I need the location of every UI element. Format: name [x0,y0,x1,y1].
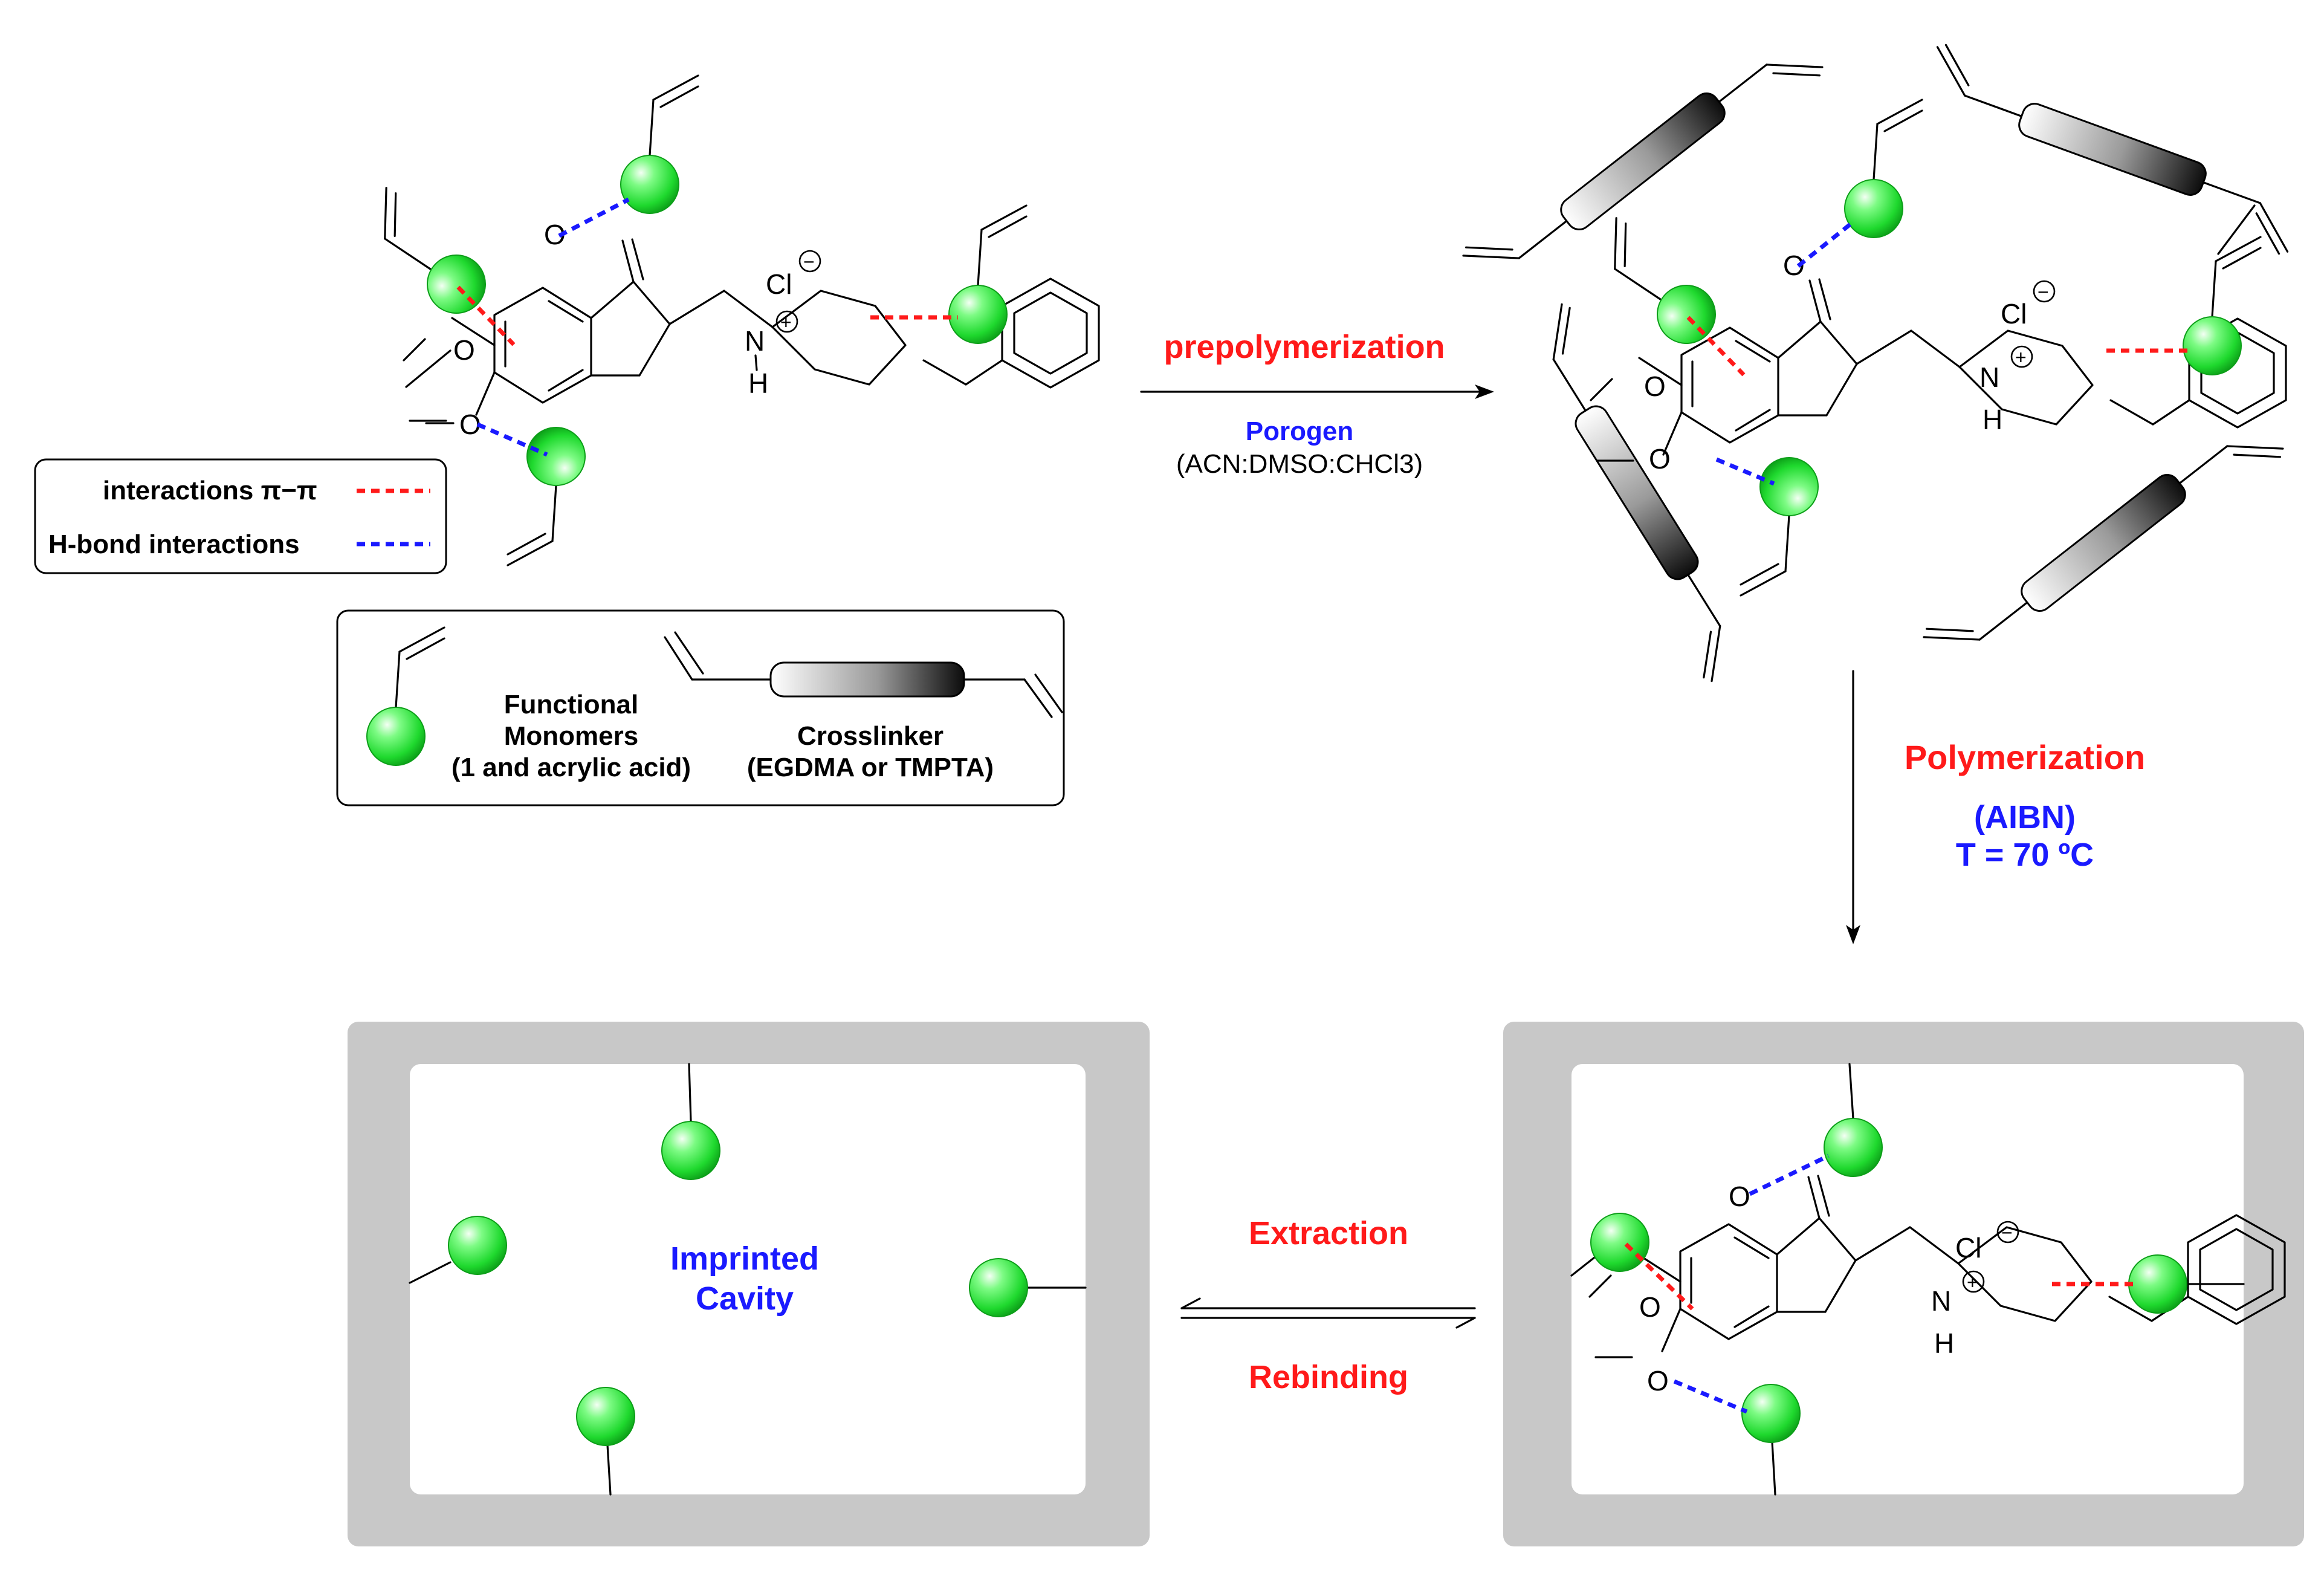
template-complex-initial: O Cl − N + H O O [346,74,1100,566]
monomer-line3: (1 and acrylic acid) [452,753,691,782]
monomer-line2: Monomers [504,721,638,751]
initiator-label: (AIBN) [1974,799,2076,835]
crosslinker-line2: (EGDMA or TMPTA) [747,753,994,782]
component-key: Functional Monomers (1 and acrylic acid)… [336,609,1065,806]
plus-charge-2: + [2015,346,2027,368]
nitrogen-label-3: N [1931,1285,1951,1317]
solvent-label: (ACN:DMSO:CHCl3) [1176,449,1423,479]
hydrogen-label: H [748,368,768,399]
carbonyl-oxygen-3: O [1729,1181,1750,1212]
polymerization-arrow: Polymerization (AIBN) T = 70 ºC [1846,670,2145,944]
prepolymer-complex: O Cl − N + H O O [1459,5,2315,699]
chloride-label-2: Cl [2001,298,2027,329]
chloride-label: Cl [766,268,792,300]
methoxy-oxygen-5: O [1639,1291,1661,1323]
extraction-label: Extraction [1249,1215,1408,1251]
minus-charge: − [803,251,815,273]
nitrogen-label: N [745,325,765,357]
minus-charge-3: − [2001,1222,2013,1244]
pi-legend-label: interactions π−π [103,476,317,505]
interaction-legend: interactions π−π H-bond interactions [34,458,447,574]
plus-charge: + [780,311,792,333]
hydrogen-label-3: H [1934,1328,1954,1359]
prepolymerization-label: prepolymerization [1164,329,1445,365]
plus-charge-3: + [1967,1271,1978,1293]
crosslinker-line1: Crosslinker [797,721,944,751]
cavity-label-line2: Cavity [696,1280,794,1317]
hbond-legend-label: H-bond interactions [48,530,300,559]
imprinted-cavity-polymer: Imprinted Cavity [348,1022,1150,1546]
nitrogen-label-2: N [1979,362,1999,393]
temperature-label: T = 70 ºC [1956,837,2094,873]
cavity-label-line1: Imprinted [670,1241,819,1277]
prepolymerization-arrow: prepolymerization Porogen (ACN:DMSO:CHCl… [1140,329,1494,479]
minus-charge-2: − [2038,281,2049,303]
methoxy-oxygen-6: O [1647,1365,1669,1396]
extraction-rebinding-arrows: Extraction Rebinding [1180,1215,1476,1395]
methoxy-oxygen-1: O [453,334,475,366]
imprinted-polymer-with-template: O Cl − N + H O O [1503,1022,2304,1546]
hydrogen-label-2: H [1983,404,2002,435]
porogen-label: Porogen [1246,417,1353,446]
chloride-label-3: Cl [1955,1232,1981,1263]
rebinding-label: Rebinding [1249,1359,1408,1395]
monomer-line1: Functional [504,690,638,719]
methoxy-oxygen-4: O [1649,443,1671,475]
methoxy-oxygen-2: O [459,409,481,440]
polymerization-label: Polymerization [1905,738,2145,776]
methoxy-oxygen-3: O [1644,371,1666,402]
